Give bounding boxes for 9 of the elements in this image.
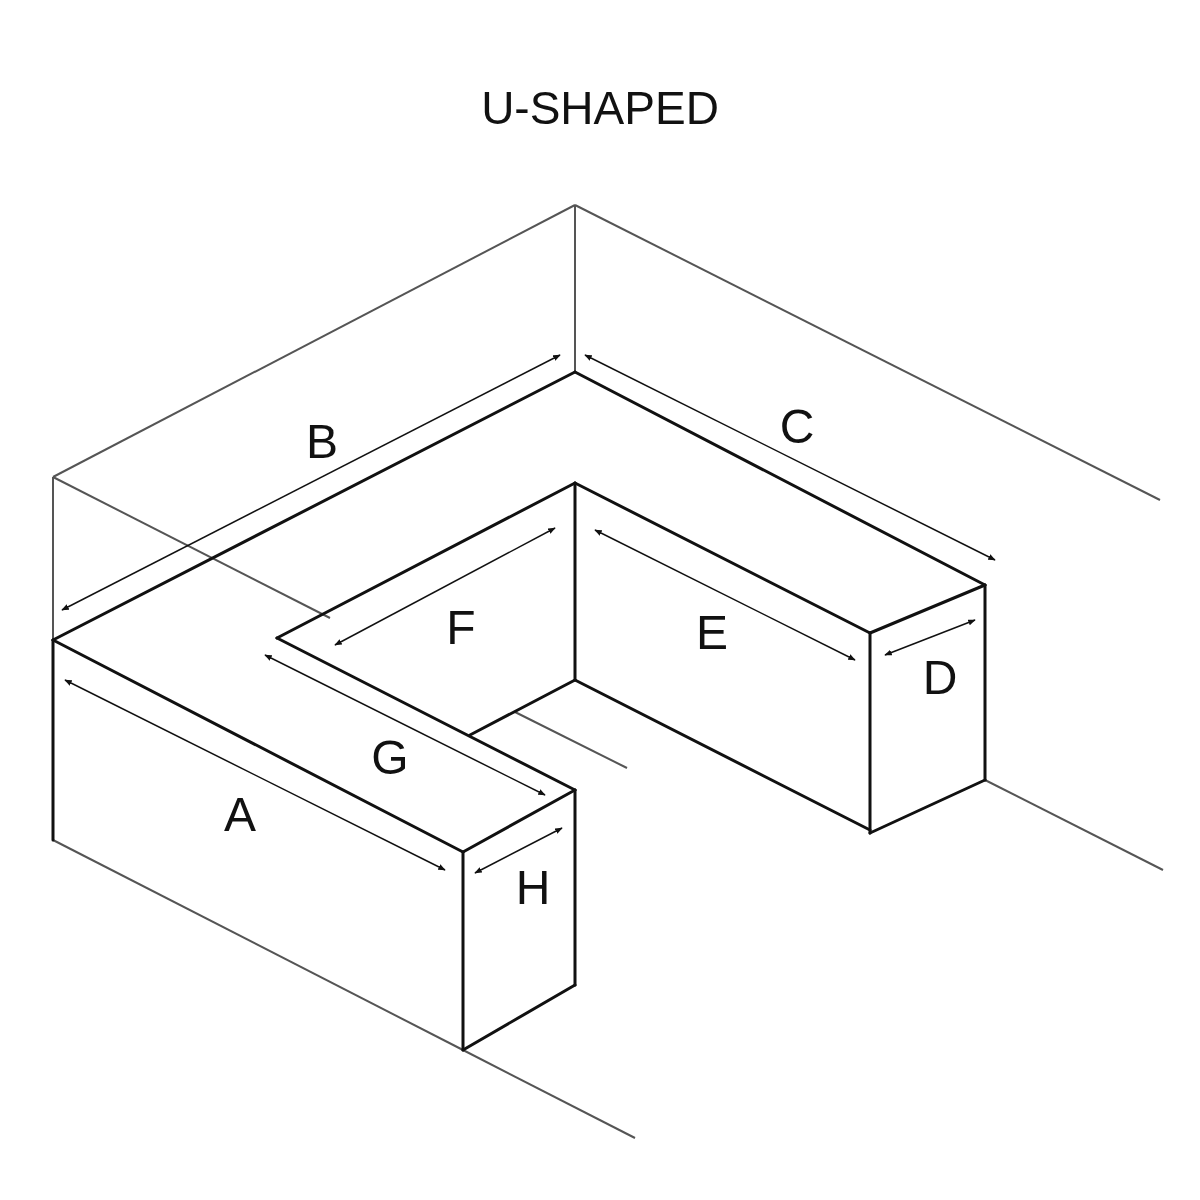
dimension-label: B	[306, 418, 338, 466]
dimension-label: H	[515, 864, 551, 912]
dimension-label: A	[224, 791, 256, 839]
dimension-label: C	[779, 403, 815, 451]
dimension-label: D	[922, 654, 958, 702]
diagram-title: U-SHAPED	[481, 85, 719, 131]
dimension-label: G	[371, 734, 409, 782]
dimension-label: F	[446, 604, 476, 652]
dimension-label: E	[696, 609, 728, 657]
